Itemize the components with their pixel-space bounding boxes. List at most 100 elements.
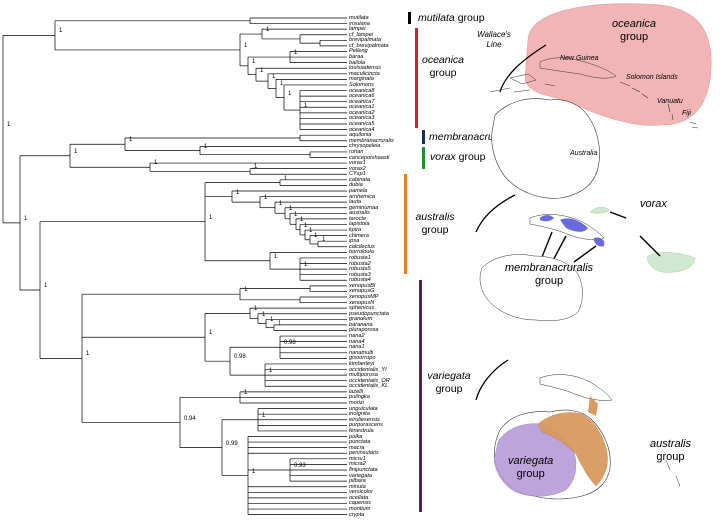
leaf-label: macra bbox=[349, 444, 365, 451]
vorax-range-1 bbox=[589, 207, 611, 214]
leaf-label: variegata bbox=[349, 472, 373, 479]
support-value: 1 bbox=[262, 412, 266, 419]
leaf-label: versicolor bbox=[349, 489, 373, 496]
leaf-label: capensis bbox=[349, 500, 372, 507]
new-guinea-outline bbox=[539, 57, 617, 79]
leaf-label: marginata bbox=[349, 76, 374, 83]
leaf-label: Pelleng bbox=[349, 48, 368, 55]
leaf-label: insulana bbox=[349, 20, 370, 27]
leaf-label: robusta2 bbox=[349, 260, 371, 267]
fiji-shapes bbox=[689, 121, 699, 129]
fiji-label: Fiji bbox=[682, 110, 691, 117]
support-value: 1 bbox=[294, 211, 298, 218]
leaf-label: ipsa bbox=[349, 238, 360, 245]
leaf-label: CYsp1 bbox=[349, 171, 366, 178]
leaf-label: pamela bbox=[349, 187, 368, 194]
australia-label: Australia bbox=[570, 150, 598, 157]
leaf-label: oceanica7 bbox=[349, 98, 375, 105]
support-value: 1 bbox=[304, 103, 308, 110]
support-value: 1 bbox=[304, 222, 308, 229]
leaf-label: granulum bbox=[349, 316, 373, 323]
leaf-label: rohan bbox=[349, 148, 364, 155]
support-value: 0.98 bbox=[234, 354, 246, 361]
leaf-label: louisiadensis bbox=[349, 65, 382, 72]
leaf-label: nana1 bbox=[349, 344, 365, 351]
leaf-label: kimberleyi bbox=[349, 360, 375, 367]
support-value: 1 bbox=[74, 148, 78, 155]
leaf-label: cancepotshaasti bbox=[349, 154, 390, 161]
leaf-label: Solomons bbox=[349, 81, 374, 88]
leaf-label: peninsularis bbox=[349, 450, 379, 457]
australis-group-bar bbox=[404, 174, 407, 274]
leaf-label: inoignita bbox=[349, 411, 370, 418]
australia-outline-2 bbox=[479, 254, 583, 321]
support-value: 1 bbox=[7, 122, 11, 129]
leaf-label: oceanica6 bbox=[349, 93, 375, 100]
support-value: 1 bbox=[252, 468, 256, 475]
leaf-label: oceanica2 bbox=[349, 109, 375, 116]
variegata-group-bar bbox=[419, 280, 422, 512]
solomon-islands-shapes bbox=[619, 81, 649, 99]
leaf-label: kpira bbox=[349, 227, 362, 234]
leaf-label: fenestrula bbox=[349, 427, 374, 434]
leaf-label: lampei bbox=[349, 26, 366, 33]
support-value: 1 bbox=[300, 217, 304, 224]
support-value: 1 bbox=[254, 164, 258, 171]
leaf-label: purpurascens bbox=[349, 422, 383, 429]
arrow-vorax-2 bbox=[639, 235, 661, 257]
leaf-label: membranacruralis bbox=[349, 137, 394, 144]
australis-range-cape bbox=[588, 396, 598, 416]
support-value: 1 bbox=[289, 206, 293, 213]
leaf-label: xenopusBI bbox=[349, 282, 376, 289]
support-value: 1 bbox=[270, 316, 274, 323]
support-value: 1 bbox=[269, 368, 273, 375]
support-value: 1 bbox=[86, 351, 90, 358]
leaf-label: oceanica3 bbox=[349, 115, 375, 122]
leaf-label: australis bbox=[349, 210, 370, 217]
support-value: 1 bbox=[59, 28, 63, 35]
leaf-label: borroloola bbox=[349, 249, 374, 256]
map2-vorax-label: vorax bbox=[640, 198, 667, 210]
wallace-line-2 bbox=[475, 194, 516, 233]
support-value: 1 bbox=[278, 320, 282, 327]
leaf-label: morizi bbox=[349, 400, 364, 407]
leaf-label: occidentalis_KL bbox=[349, 383, 389, 390]
leaf-label: eiruliesensis bbox=[349, 416, 380, 423]
leaf-label: xenopusG bbox=[349, 288, 375, 295]
leaf-label: robusta1 bbox=[349, 254, 371, 261]
leaf-label: nanamulti bbox=[349, 349, 374, 356]
leaf-label: oceanica4 bbox=[349, 126, 375, 133]
leaf-label: chrysopeleia bbox=[349, 143, 381, 150]
support-value: 1 bbox=[284, 175, 288, 182]
leaf-label: micra2 bbox=[349, 461, 366, 468]
leaf-label: xenopusMP bbox=[349, 294, 379, 300]
leaf-label: pulingka bbox=[349, 394, 370, 401]
support-value: 1 bbox=[244, 390, 248, 397]
support-value: 0.99 bbox=[226, 440, 238, 447]
support-value: 1 bbox=[274, 253, 278, 260]
support-value: 0.94 bbox=[184, 415, 196, 422]
support-value: 1 bbox=[260, 67, 264, 74]
new-guinea-label: New Guinea bbox=[560, 55, 599, 62]
support-value: 1 bbox=[266, 27, 270, 34]
leaf-label: cf_brevipalmata bbox=[349, 42, 389, 49]
leaf-label: lazelli bbox=[349, 388, 363, 395]
support-value: 1 bbox=[24, 215, 28, 222]
arrow-membr-3 bbox=[573, 245, 597, 263]
leaf-label: oceanica1 bbox=[349, 104, 375, 111]
oceanica-group-bar bbox=[415, 28, 418, 128]
support-value: 1 bbox=[262, 311, 266, 318]
leaf-label: mutilata bbox=[349, 15, 369, 21]
leaf-label: baraa bbox=[349, 54, 364, 61]
leaf-label: vorax2 bbox=[349, 165, 366, 172]
leaf-label: occidentalis_OR bbox=[349, 377, 390, 384]
leaf-label: oceanica8 bbox=[349, 87, 375, 94]
leaf-label: robusta5 bbox=[349, 266, 371, 273]
leaf-label: polka bbox=[349, 433, 363, 440]
leaf-label: lapistola bbox=[349, 221, 370, 228]
